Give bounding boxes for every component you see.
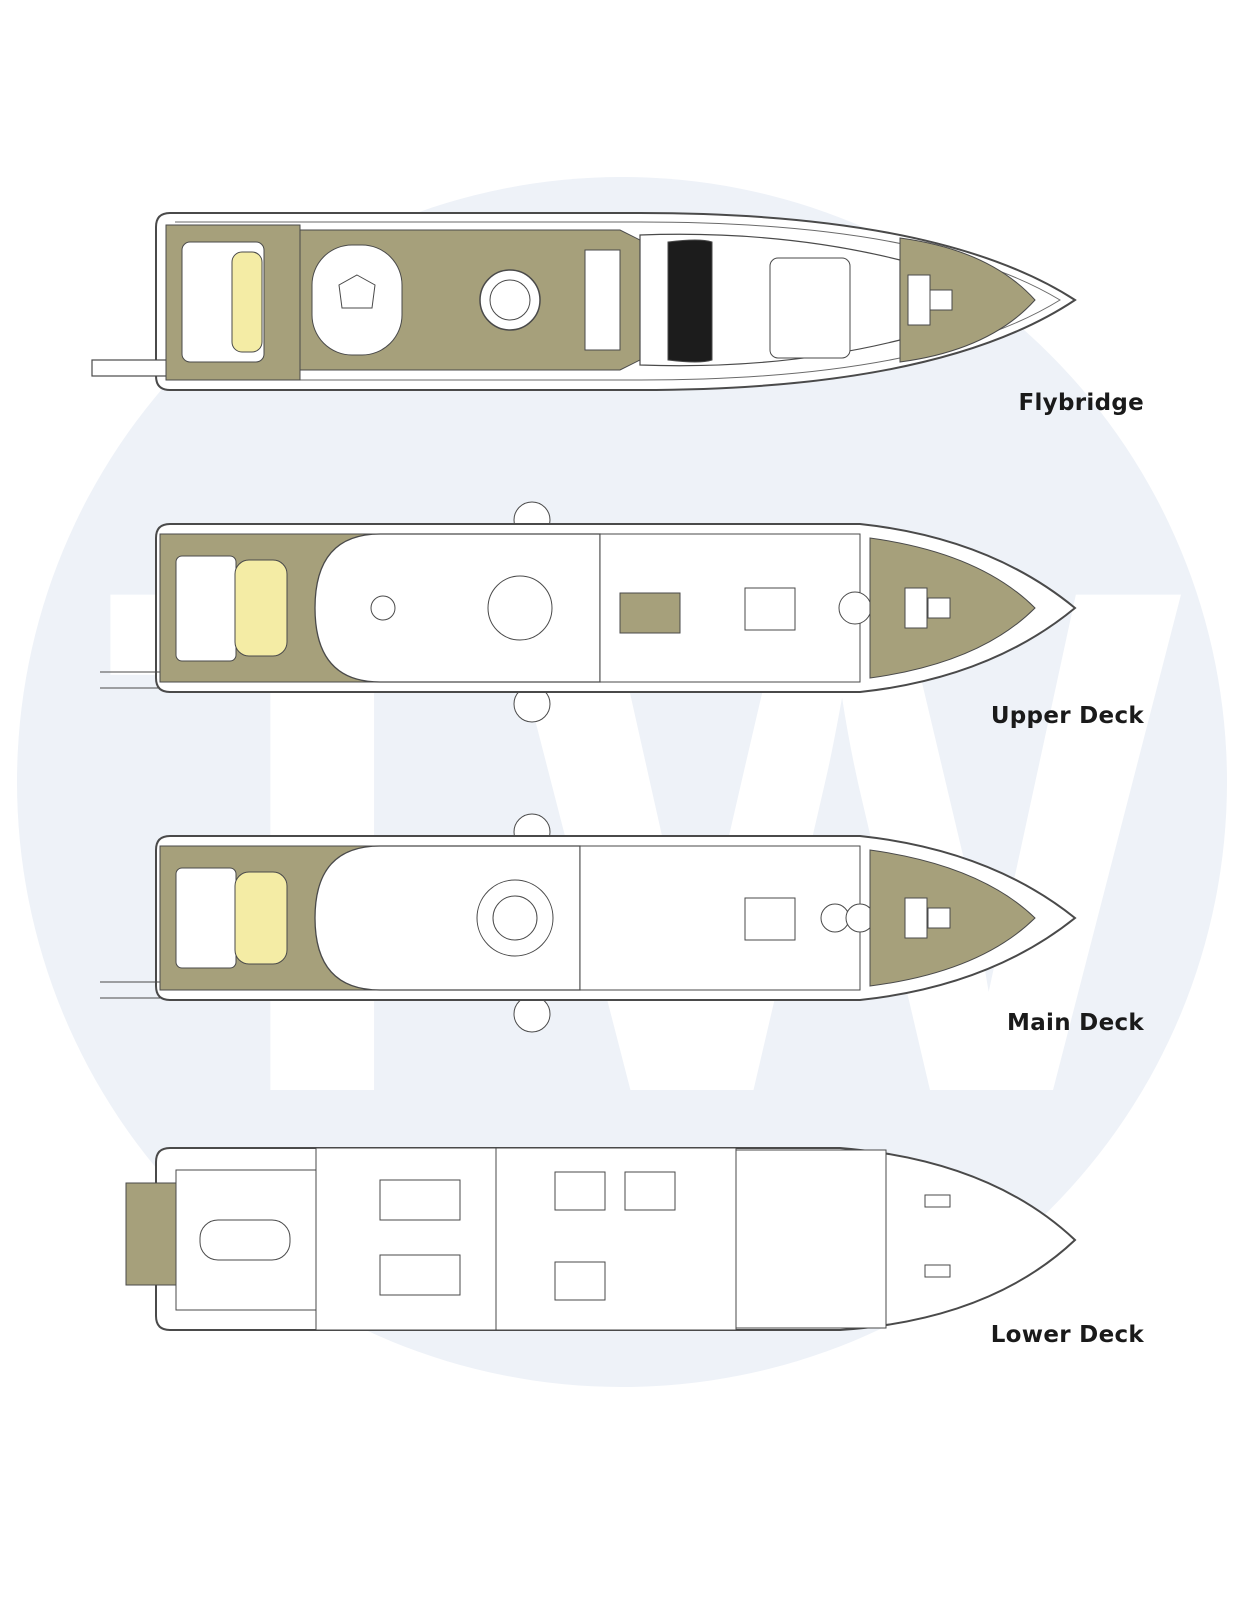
windlass (927, 597, 951, 619)
engine-port (379, 1179, 461, 1221)
deck-lower: Lower Deck (0, 1130, 1250, 1430)
foredeck-teak (899, 237, 1036, 363)
watermark-circle (17, 177, 1227, 1387)
fore-hatch (904, 587, 928, 629)
deck-label-upper: Upper Deck (990, 703, 1144, 729)
engine-room (315, 1147, 497, 1331)
hull-inner-line (175, 221, 1061, 381)
flybridge-plan (91, 212, 1077, 391)
aft-cushion (234, 559, 288, 657)
helm-seat (338, 274, 376, 309)
lower-deck-plan (125, 1147, 1077, 1331)
deck-upper: Upper Deck (0, 498, 1250, 798)
deck-main: Main Deck (0, 810, 1250, 1110)
aft-cushion (234, 871, 288, 965)
anchor-gear-2 (924, 1264, 951, 1278)
foredeck-teak (869, 537, 1036, 679)
fore-hatch (904, 897, 928, 939)
upper-cabin-bed (744, 587, 796, 631)
aft-cushion (231, 251, 263, 353)
deck-label-flybridge: Flybridge (1018, 390, 1144, 416)
dining-table-inner (492, 895, 538, 941)
bar-counter (584, 249, 621, 351)
deck-label-main: Main Deck (1007, 1010, 1144, 1036)
dining-table-inner (489, 279, 531, 321)
sky-lounge-table (487, 575, 553, 641)
foredeck-teak (869, 849, 1036, 987)
aft-sofa (175, 867, 237, 969)
radar-arch (769, 257, 851, 359)
guest-bed-2 (554, 1261, 606, 1301)
tender (199, 1219, 291, 1261)
guest-bed-3 (624, 1171, 676, 1211)
upper-deck-plan (100, 501, 1077, 723)
stair-teak (619, 592, 681, 634)
upper-spa (838, 591, 872, 625)
windscreen (667, 239, 713, 363)
transom-platform (125, 1182, 177, 1286)
guest-bed-1 (554, 1171, 606, 1211)
anchor-gear-1 (924, 1194, 951, 1208)
windlass (929, 289, 953, 311)
master-bed (744, 897, 796, 941)
fore-hatch (907, 274, 931, 326)
sky-lounge (314, 533, 601, 683)
aft-sofa (175, 555, 237, 662)
guest-cabins (495, 1147, 737, 1331)
engine-starboard (379, 1254, 461, 1296)
coffee-table (370, 595, 396, 621)
side-wing-bottom (513, 995, 551, 1033)
master-bath-left (820, 903, 850, 933)
windlass (927, 907, 951, 929)
galley (579, 845, 861, 991)
main-deck-plan (100, 813, 1077, 1033)
deck-label-lower: Lower Deck (990, 1322, 1144, 1348)
crew-area (735, 1149, 887, 1329)
deck-flybridge: Flybridge (0, 190, 1250, 490)
